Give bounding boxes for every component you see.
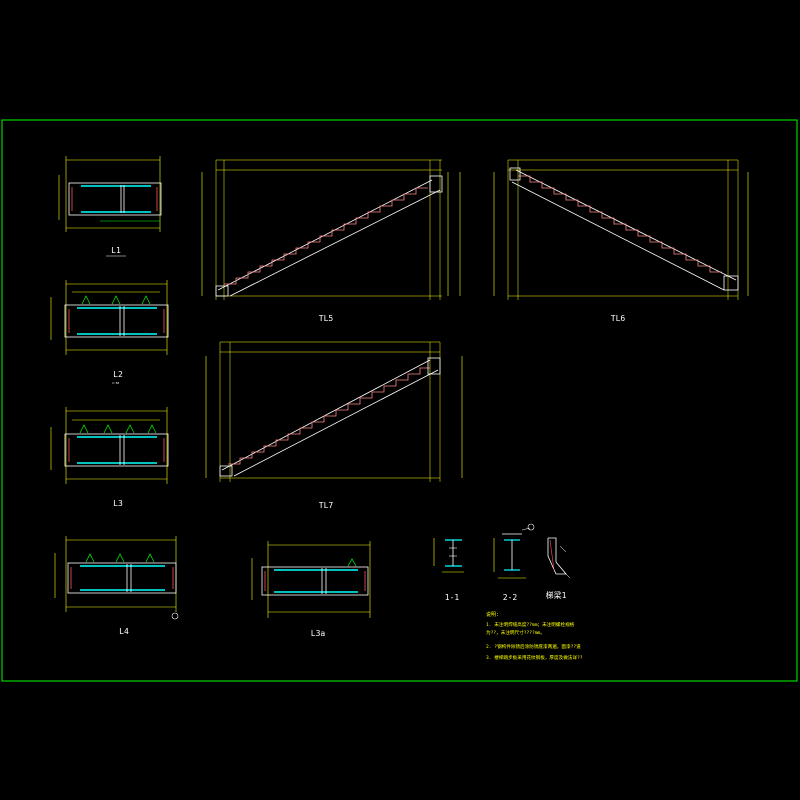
beam-l1 xyxy=(58,156,162,232)
section-stair-beam-1 xyxy=(547,537,571,579)
beam-l3-label: L3 xyxy=(113,499,123,508)
beam-l1-label: L1 xyxy=(111,246,121,255)
notes-heading: 说明: xyxy=(486,611,499,618)
beam-l3 xyxy=(50,407,169,484)
stair-tl6-label: TL6 xyxy=(611,314,626,323)
section-stair-beam-1-label: 梯梁1 xyxy=(546,590,567,600)
beam-l4 xyxy=(54,536,179,620)
stair-tl6 xyxy=(493,159,749,300)
notes-line-2: 为??，未注明尺寸????mm。 xyxy=(486,629,545,636)
sheet-frame xyxy=(1,119,798,682)
beam-l2-label: L2 xyxy=(113,370,123,379)
section-2-2-marker xyxy=(527,523,535,531)
section-1-1 xyxy=(433,538,464,573)
beam-l3a-label: L3a xyxy=(311,629,326,638)
section-2-2-label: 2-2 xyxy=(503,593,518,602)
beam-l3a xyxy=(251,541,371,618)
notes-line-4: 3. 楼梯踏步板采用花纹钢板，厚度及做法详?? xyxy=(486,654,583,661)
stair-tl7 xyxy=(205,341,463,482)
notes-line-1: 1. 未注明焊缝高度??mm；未注明螺栓规格 xyxy=(486,621,575,628)
section-1-1-label: 1-1 xyxy=(445,593,460,602)
stair-tl5 xyxy=(201,159,461,300)
beam-l4-label: L4 xyxy=(119,627,129,636)
stair-tl5-label: TL5 xyxy=(319,314,334,323)
beam-l2 xyxy=(50,280,169,355)
section-2-2 xyxy=(493,523,535,579)
stair-tl7-label: TL7 xyxy=(319,501,334,510)
beam-l2-scale: 1:50 xyxy=(112,381,119,385)
notes-line-3: 2. ?钢构件除锈后涂防锈底漆两遍，面漆??道 xyxy=(486,643,581,650)
